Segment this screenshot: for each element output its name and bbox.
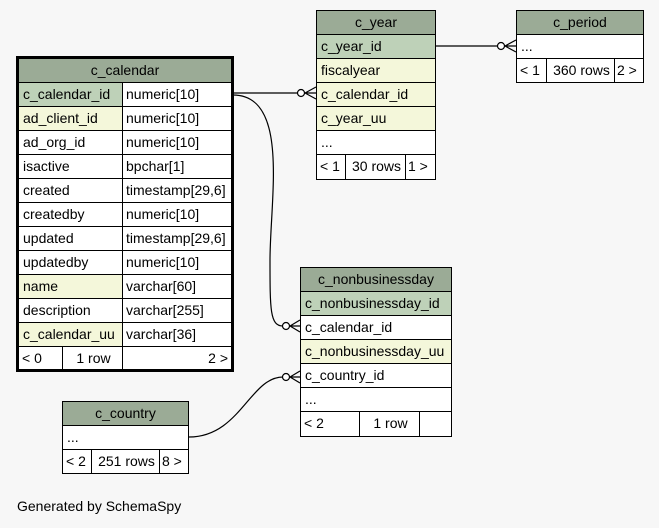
table-header: c_calendar — [19, 59, 231, 83]
column-row: createdby numeric[10] — [19, 203, 231, 227]
column-type: varchar[36] — [126, 326, 197, 342]
column-row: c_year_uu — [317, 107, 435, 131]
table-c-calendar[interactable]: c_calendar c_calendar_id numeric[10] ad_… — [16, 56, 234, 372]
generated-by-label: Generated by SchemaSpy — [17, 498, 182, 514]
column-type: varchar[60] — [126, 278, 197, 294]
column-row: ... — [317, 131, 435, 155]
children-link[interactable]: 8 > — [162, 453, 182, 469]
parents-link[interactable]: < 2 — [66, 453, 86, 469]
column-name: fiscalyear — [321, 62, 381, 78]
column-type: numeric[10] — [126, 134, 200, 150]
column-row: ... — [63, 426, 188, 450]
table-footer: < 1 360 rows 2 > — [517, 59, 643, 83]
column-row: name varchar[60] — [19, 275, 231, 299]
column-name: createdby — [23, 206, 85, 222]
row-count: 360 rows — [553, 62, 610, 78]
column-row: updated timestamp[29,6] — [19, 227, 231, 251]
table-footer: < 2 1 row — [301, 412, 451, 436]
column-row: ... — [517, 35, 643, 59]
column-name: ... — [321, 134, 333, 150]
column-row: isactive bpchar[1] — [19, 155, 231, 179]
children-link[interactable]: 2 > — [208, 350, 228, 366]
column-name: c_calendar_id — [19, 83, 122, 106]
row-count: 1 row — [373, 415, 408, 431]
edge-country-nonbusinessday — [188, 376, 284, 438]
column-name: c_year_uu — [321, 110, 387, 126]
column-name: c_nonbusinessday_id — [305, 295, 440, 311]
column-row: c_year_id — [317, 35, 435, 59]
row-count: 251 rows — [98, 453, 155, 469]
children-link[interactable] — [419, 412, 451, 436]
column-row: c_nonbusinessday_uu — [301, 340, 451, 364]
column-row: c_nonbusinessday_id — [301, 292, 451, 316]
column-row: updatedby numeric[10] — [19, 251, 231, 275]
column-row: c_calendar_id — [301, 316, 451, 340]
table-c-country[interactable]: c_country ... < 2 251 rows 8 > — [62, 401, 189, 474]
table-c-year[interactable]: c_year c_year_id fiscalyear c_calendar_i… — [316, 10, 436, 180]
column-name: c_calendar_id — [321, 86, 409, 102]
column-name: c_calendar_id — [305, 319, 393, 335]
table-c-period[interactable]: c_period ... < 1 360 rows 2 > — [516, 10, 644, 83]
crowfoot-nonbusinessday-calendar — [281, 319, 301, 333]
column-name: ... — [305, 391, 317, 407]
row-count: 1 row — [76, 350, 111, 366]
column-name: ad_client_id — [19, 107, 122, 130]
column-row: c_country_id — [301, 364, 451, 388]
edge-calendar-nonbusinessday — [232, 94, 284, 327]
column-row: c_calendar_uu varchar[36] — [19, 323, 231, 347]
column-type: numeric[10] — [126, 110, 200, 126]
row-count: 30 rows — [351, 158, 402, 174]
parents-link[interactable]: < 1 — [520, 62, 540, 78]
column-row: fiscalyear — [317, 59, 435, 83]
parents-link[interactable]: < 2 — [304, 415, 324, 431]
column-name: c_country_id — [305, 367, 385, 383]
table-header: c_nonbusinessday — [301, 268, 451, 292]
column-type: numeric[10] — [126, 86, 200, 102]
column-row: created timestamp[29,6] — [19, 179, 231, 203]
column-name: ... — [67, 429, 79, 445]
column-row: ad_org_id numeric[10] — [19, 131, 231, 155]
column-row: ad_client_id numeric[10] — [19, 107, 231, 131]
table-footer: < 0 1 row 2 > — [19, 347, 231, 371]
column-name: created — [23, 182, 70, 198]
table-footer: < 2 251 rows 8 > — [63, 450, 188, 474]
column-name: c_year_id — [321, 38, 382, 54]
parents-link[interactable]: < 1 — [320, 158, 340, 174]
crowfoot-year — [296, 86, 317, 100]
table-header: c_period — [517, 11, 643, 35]
table-header: c_country — [63, 402, 188, 426]
column-type: timestamp[29,6] — [126, 182, 226, 198]
column-row: c_calendar_id numeric[10] — [19, 83, 231, 107]
column-name: c_calendar_uu — [19, 323, 122, 346]
column-row: ... — [301, 388, 451, 412]
crowfoot-period — [496, 39, 517, 53]
table-c-nonbusinessday[interactable]: c_nonbusinessday c_nonbusinessday_id c_c… — [300, 267, 452, 437]
column-type: bpchar[1] — [126, 158, 185, 174]
column-name: updated — [23, 230, 74, 246]
children-link[interactable]: 1 > — [408, 158, 428, 174]
column-name: updatedby — [23, 254, 89, 270]
column-name: c_nonbusinessday_uu — [305, 343, 445, 359]
column-name: description — [23, 302, 91, 318]
column-name: name — [19, 275, 122, 298]
column-name: isactive — [23, 158, 70, 174]
column-row: c_calendar_id — [317, 83, 435, 107]
children-link[interactable]: 2 > — [617, 62, 637, 78]
parents-link[interactable]: < 0 — [22, 350, 42, 366]
table-header: c_year — [317, 11, 435, 35]
column-type: numeric[10] — [126, 206, 200, 222]
crowfoot-nonbusinessday-country — [281, 370, 301, 384]
table-footer: < 1 30 rows 1 > — [317, 155, 435, 179]
column-row: description varchar[255] — [19, 299, 231, 323]
column-type: timestamp[29,6] — [126, 230, 226, 246]
column-type: varchar[255] — [126, 302, 204, 318]
column-type: numeric[10] — [126, 254, 200, 270]
column-name: ... — [521, 38, 533, 54]
column-name: ad_org_id — [23, 134, 86, 150]
